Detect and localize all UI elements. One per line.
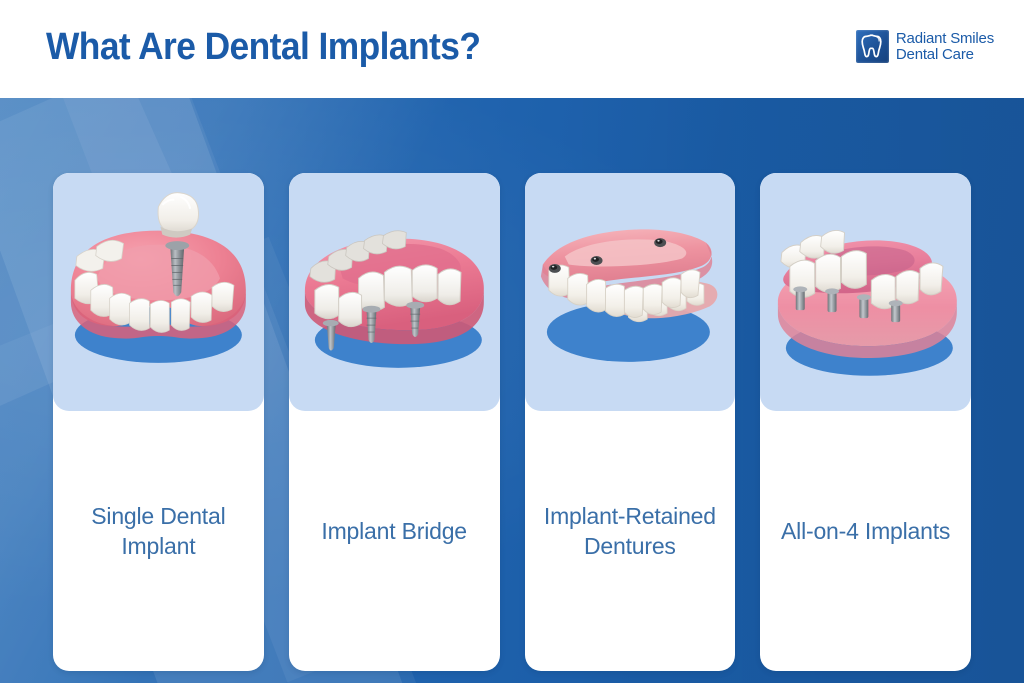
denture-attachment	[548, 263, 561, 273]
card-caption-text: Implant-Retained Dentures	[543, 503, 716, 559]
implant-type-card[interactable]: All-on-4 Implants	[760, 173, 971, 671]
implant-post	[322, 319, 339, 351]
card-caption-text: All-on-4 Implants	[781, 518, 951, 545]
single-implant-illustration	[70, 192, 246, 363]
implant-abutment	[793, 286, 808, 311]
brand-name-line1: Radiant Smiles	[895, 29, 994, 47]
implant-abutment	[888, 300, 903, 323]
implant-type-card[interactable]: Implant Bridge	[288, 173, 500, 671]
card-caption: Implant-Retained Dentures	[525, 411, 736, 671]
implant-type-card[interactable]: Single Dental Implant	[53, 173, 264, 671]
bridge-crowns	[357, 264, 462, 312]
implant-retained-dentures-illustration	[540, 229, 717, 362]
card-caption-text: Single Dental Implant	[91, 503, 226, 559]
card-caption-text: Implant Bridge	[321, 518, 467, 545]
all-on-4-implants-image	[760, 173, 971, 411]
tooth-icon	[855, 30, 889, 63]
all-on-4-illustration	[778, 229, 958, 376]
implant-type-card-list: Single Dental Implant	[53, 173, 971, 671]
implant-bridge-image	[288, 173, 500, 411]
single-dental-implant-image	[53, 173, 264, 411]
implant-post	[362, 305, 381, 343]
tooth-icon-glyph	[861, 34, 882, 58]
upper-denture	[540, 229, 712, 318]
denture-attachment	[653, 238, 666, 248]
implant-type-card[interactable]: Implant-Retained Dentures	[524, 173, 736, 671]
page-title: What Are Dental Implants?	[46, 26, 481, 68]
brand-logo[interactable]: Radiant Smiles Dental Care	[855, 29, 994, 63]
content-canvas: Single Dental Implant	[0, 98, 1024, 683]
brand-logo-text: Radiant Smiles Dental Care	[895, 29, 994, 63]
implant-abutment	[857, 294, 872, 319]
card-caption: Implant Bridge	[289, 411, 500, 671]
implant-post	[406, 301, 424, 338]
denture-attachment	[590, 256, 603, 265]
implant-retained-dentures-image	[524, 173, 736, 411]
card-caption: All-on-4 Implants	[760, 411, 971, 671]
page-header: What Are Dental Implants? Radiant Smiles…	[0, 0, 1024, 98]
implant-abutment	[825, 288, 840, 313]
brand-name-line2: Dental Care	[895, 45, 974, 63]
implant-post	[165, 241, 190, 297]
implant-crown	[157, 192, 199, 238]
card-caption: Single Dental Implant	[53, 411, 264, 671]
implant-bridge-illustration	[304, 230, 484, 368]
